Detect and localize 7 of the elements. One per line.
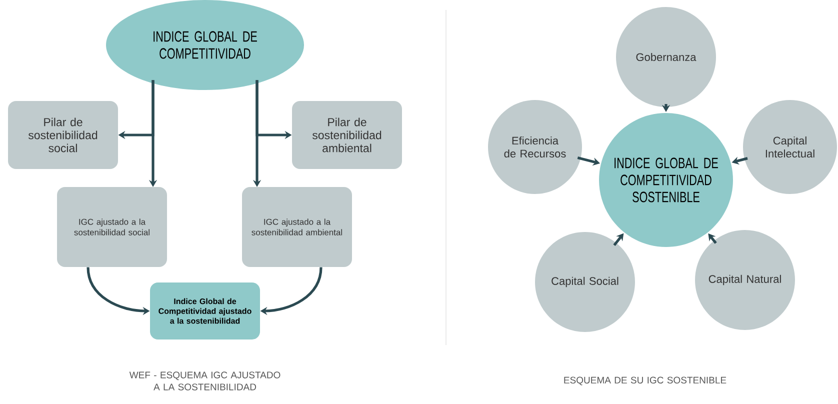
process-box: IGC ajustado a la sostenibilidad ambiental [242,187,352,267]
pillar-box: Pilar de sostenibilidad social [8,101,118,169]
caption: ESQUEMA DE SU IGC SOSTENIBLE [564,376,726,386]
caption: WEF - ESQUEMA IGC AJUSTADO A LA SOSTENIBILIDAD [129,372,280,390]
process-box: IGC ajustado a la sostenibilidad social [57,187,167,267]
pillar-box: Pilar de sostenibilidad ambiental [292,101,402,169]
result-box: Indice Global de Competitividad ajustado a la sostenibilidad [150,282,260,340]
